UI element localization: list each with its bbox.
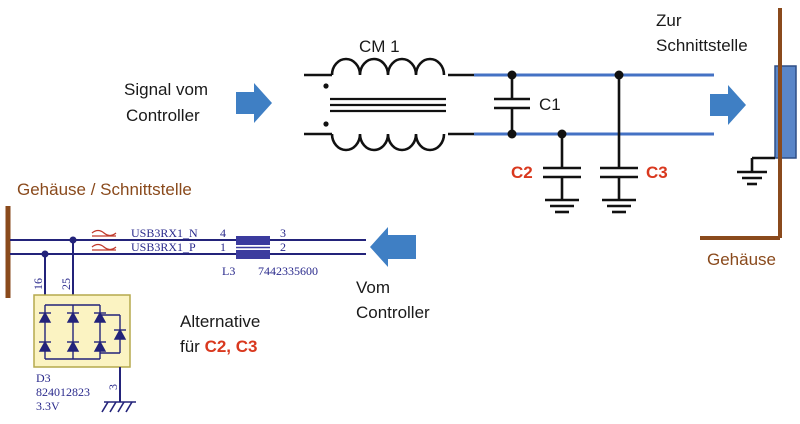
gnd-symbol <box>101 401 136 413</box>
alternative-prefix: für <box>180 337 205 356</box>
inductor-part-label: 7442335600 <box>258 264 318 278</box>
net-label-p: USB3RX1_P <box>131 240 196 254</box>
c3-label: C3 <box>646 163 668 182</box>
capacitor-c1 <box>494 75 530 134</box>
diode-array-symbols <box>38 304 127 360</box>
pin2-label: 2 <box>280 240 286 254</box>
signal-label-line2: Controller <box>126 106 200 125</box>
choke-dot-bottom <box>323 121 329 127</box>
junction-c2 <box>557 129 567 139</box>
housing-label-left: Gehäuse / Schnittstelle <box>17 180 192 199</box>
choke-dot-top <box>323 83 329 89</box>
net-marker-p <box>91 243 117 251</box>
c1-label: C1 <box>539 95 561 114</box>
diode-voltage-label: 3.3V <box>36 399 60 413</box>
net-label-n: USB3RX1_N <box>131 226 198 240</box>
output-arrow <box>710 85 746 125</box>
vom-controller-arrow <box>370 227 416 267</box>
zur-label-line2: Schnittstelle <box>656 36 748 55</box>
signal-label-line1: Signal vom <box>124 80 208 99</box>
alternative-label-line1: Alternative <box>180 312 260 331</box>
diode-array-box <box>33 294 131 368</box>
input-arrow <box>236 83 272 123</box>
pin1-label: 1 <box>220 240 226 254</box>
junction-c1-top <box>507 70 517 80</box>
pin25-label: 25 <box>59 278 73 290</box>
vom-label-line1: Vom <box>356 278 390 297</box>
gnd-pin-label: 3 <box>106 384 120 390</box>
connector-ground <box>737 156 775 186</box>
housing-label-right: Gehäuse <box>707 250 776 269</box>
common-mode-choke <box>304 57 474 152</box>
capacitor-c3 <box>600 75 638 214</box>
pin16-label: 16 <box>31 278 45 290</box>
inductor-l3 <box>236 236 270 259</box>
cm1-label: CM 1 <box>359 37 400 56</box>
pin4-label: 4 <box>220 226 226 240</box>
pin3-label: 3 <box>280 226 286 240</box>
diode-part-label: 824012823 <box>36 385 90 399</box>
diode-ref-label: D3 <box>36 371 51 385</box>
junction-c3 <box>614 70 624 80</box>
junction-c1-bottom <box>507 129 517 139</box>
inductor-ref-label: L3 <box>222 264 235 278</box>
alternative-caps: C2, C3 <box>205 337 258 356</box>
c2-label: C2 <box>511 163 533 182</box>
capacitor-c2 <box>543 134 581 214</box>
alternative-label-line2: für C2, C3 <box>180 337 257 356</box>
vom-label-line2: Controller <box>356 303 430 322</box>
net-marker-n <box>91 229 117 237</box>
zur-label-line1: Zur <box>656 11 682 30</box>
